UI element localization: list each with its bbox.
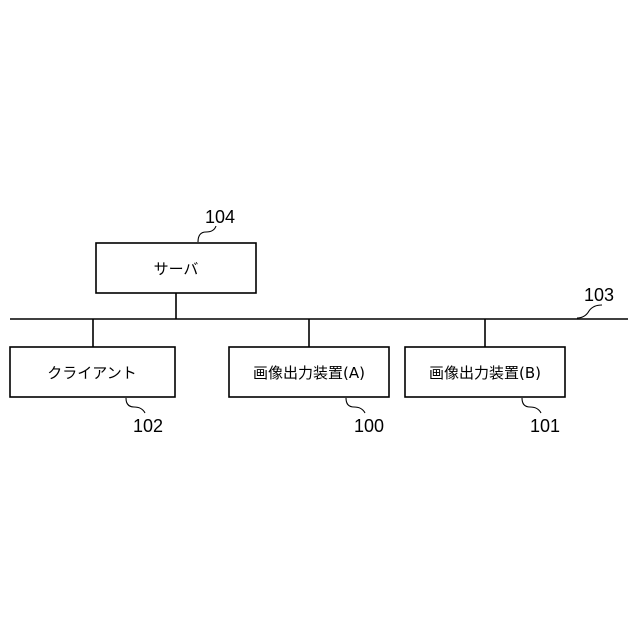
- network-ref-label: 103: [584, 285, 614, 305]
- client-ref-leader: [126, 398, 145, 413]
- network-ref-leader: [577, 305, 602, 318]
- server-ref-leader: [198, 226, 216, 242]
- device-a-label: 画像出力装置(A): [253, 364, 365, 382]
- device-b-label: 画像出力装置(B): [429, 364, 541, 382]
- device-a-ref-label: 100: [354, 416, 384, 436]
- client-ref-label: 102: [133, 416, 163, 436]
- device-b-ref-leader: [522, 398, 541, 413]
- server-ref-label: 104: [205, 207, 235, 227]
- device-a-ref-leader: [346, 398, 365, 413]
- client-label: クライアント: [47, 364, 136, 382]
- device-b-ref-label: 101: [530, 416, 560, 436]
- server-label: サーバ: [154, 260, 199, 278]
